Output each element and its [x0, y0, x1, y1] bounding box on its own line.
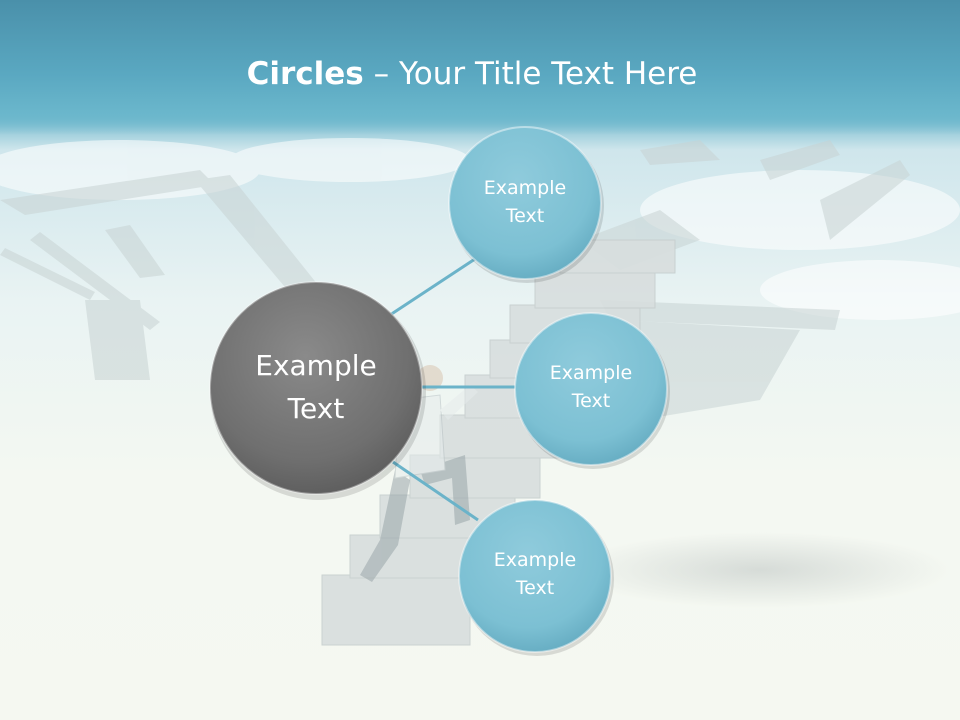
center-circle-label: Example Text: [216, 344, 416, 431]
center-circle: [209, 281, 423, 495]
satellite-1-line2: Text: [505, 204, 545, 227]
center-label-line1: Example: [255, 349, 377, 382]
satellite-3-label: Example Text: [460, 547, 610, 602]
satellite-3-line1: Example: [493, 549, 577, 571]
connector-lines: [389, 255, 516, 522]
connector-3: [392, 460, 479, 522]
center-label-line2: Text: [287, 392, 345, 426]
satellite-circle-3: [458, 499, 612, 653]
ground-shadow: [570, 532, 950, 608]
satellite-2-line2: Text: [571, 389, 611, 412]
satellite-1-label: Example Text: [450, 175, 600, 230]
satellite-2-label: Example Text: [516, 360, 666, 415]
satellite-1-line1: Example: [483, 177, 567, 199]
satellite-3-line2: Text: [515, 576, 555, 599]
satellite-circle-1: [448, 126, 602, 280]
satellite-circle-2: [514, 312, 668, 466]
satellite-2-line1: Example: [549, 362, 633, 384]
title-rest: – Your Title Text Here: [363, 56, 698, 92]
slide-title: Circles – Your Title Text Here: [0, 56, 944, 92]
connector-1: [389, 255, 479, 317]
title-bar: [0, 0, 960, 135]
title-bold: Circles: [246, 56, 364, 92]
